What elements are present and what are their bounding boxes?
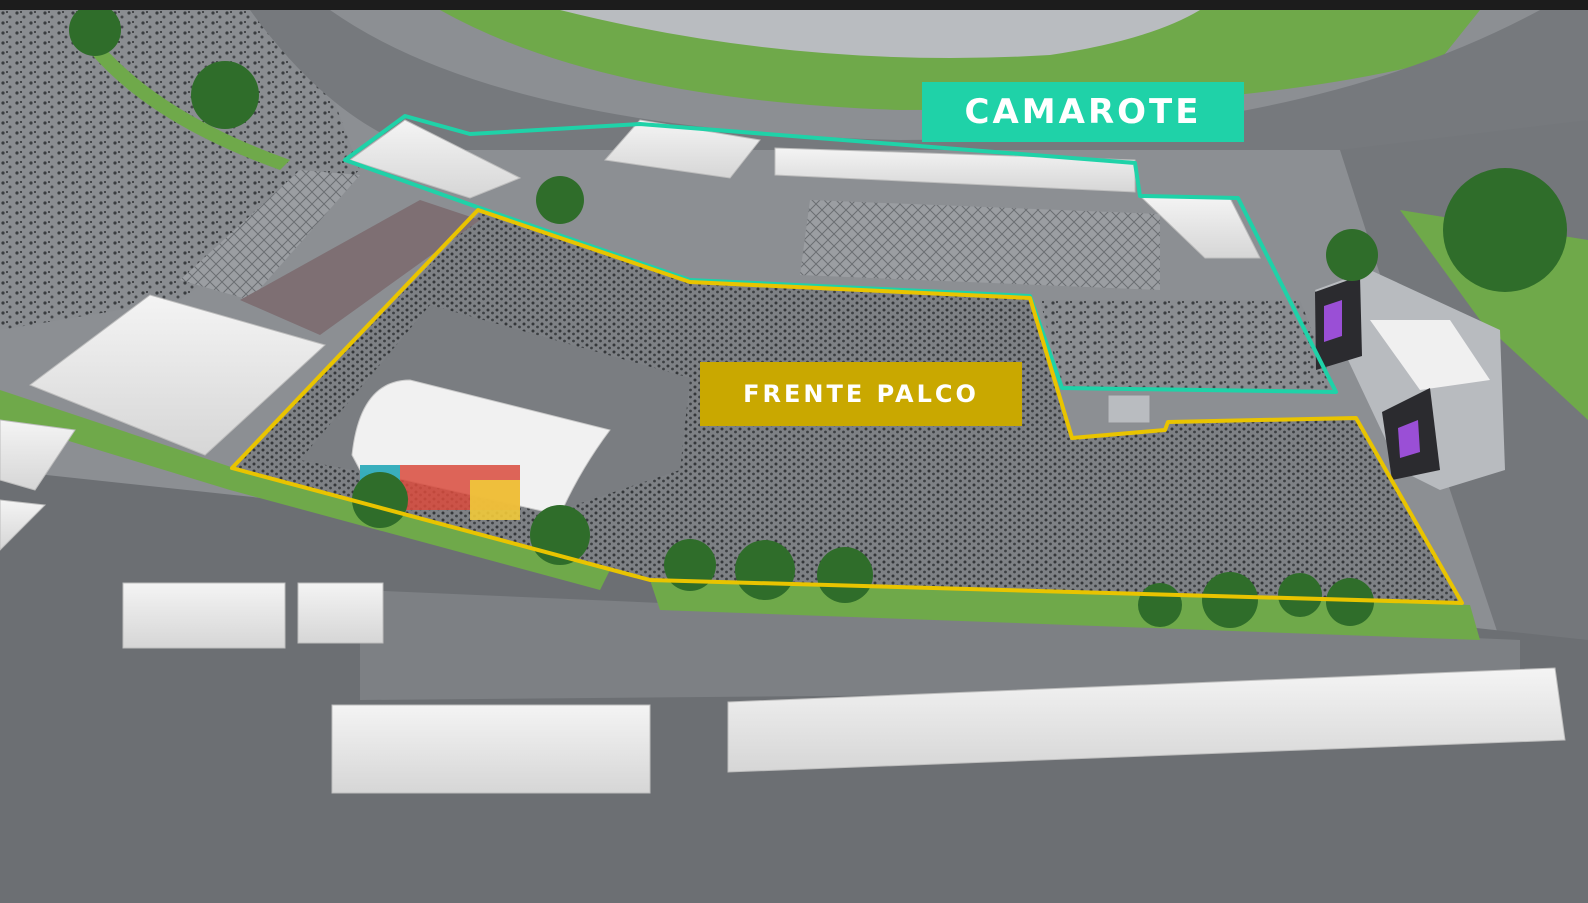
track-top xyxy=(560,10,1200,58)
frente-palco-outline xyxy=(230,208,1464,605)
stage-structure xyxy=(1315,270,1505,490)
tent-top-left xyxy=(348,119,522,199)
road-lower-light xyxy=(360,590,1520,700)
tent-top-right xyxy=(774,147,1136,193)
tent-bottom-long xyxy=(727,667,1566,773)
tent-top-center xyxy=(604,119,761,179)
stand-left xyxy=(180,170,360,300)
tent-bottom-1 xyxy=(122,582,286,649)
tech-booth xyxy=(1107,394,1151,424)
stage-screen-left-panel xyxy=(1324,300,1342,342)
top-bar xyxy=(0,0,1588,10)
stage-roof xyxy=(1370,320,1490,390)
grass-left-bottom xyxy=(0,390,610,590)
camarote-crowd xyxy=(1040,300,1336,392)
road-top xyxy=(250,10,1588,152)
trees xyxy=(69,4,1567,628)
tent-left-small xyxy=(0,419,76,491)
seating-left xyxy=(240,200,480,335)
tent-bottom-3 xyxy=(331,704,651,794)
tent-left-big xyxy=(28,294,326,456)
frente-palco-label: FRENTE PALCO xyxy=(700,362,1022,426)
camarote-label: CAMAROTE xyxy=(922,82,1244,142)
stage-screen-right-panel xyxy=(1398,420,1420,458)
crowd-area-left xyxy=(0,10,360,330)
grandstand-center xyxy=(800,200,1160,290)
dome-tent-base-accent-2 xyxy=(470,480,520,520)
tent-bottom-2 xyxy=(297,582,384,644)
tent-left-small-2 xyxy=(0,499,47,551)
